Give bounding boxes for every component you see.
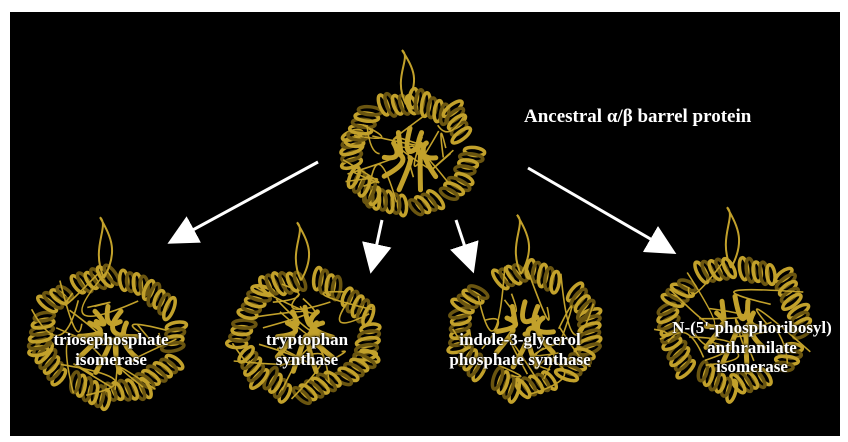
prai-label: N-(5'-phosphoribosyl) anthranilate isome… [662,318,842,377]
igps-label: indole-3-glycerol phosphate synthase [420,330,620,369]
ancestor-label: Ancestral α/β barrel protein [524,106,751,128]
triosephosphate-isomerase-label: triosephosphate isomerase [26,330,196,369]
tryptophan-synthase-label: tryptophan synthase [232,330,382,369]
